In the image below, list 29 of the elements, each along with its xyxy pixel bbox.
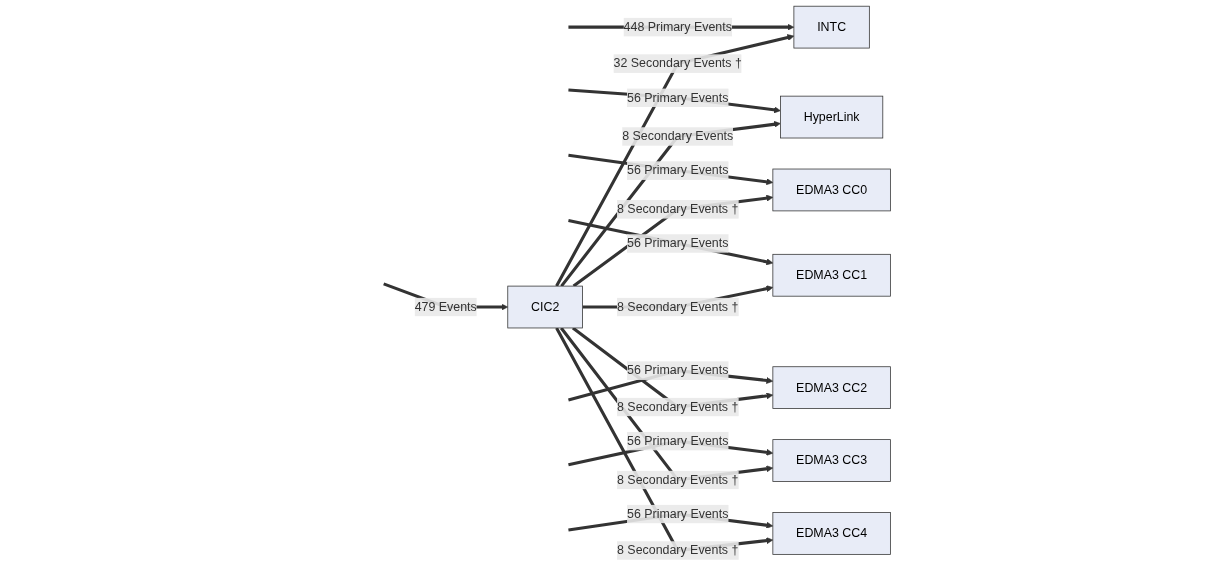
edge-label: 8 Secondary Events † [616,400,739,414]
node-box: INTC [793,5,870,49]
edge-label: 448 Primary Events [623,20,732,34]
node-box: EDMA3 CC3 [772,439,891,482]
edge-label: 56 Primary Events [626,507,729,521]
edge-label: 8 Secondary Events [621,129,733,143]
edge-label: 56 Primary Events [626,236,729,250]
edge-label: 479 Events [414,300,477,314]
arrow [568,88,781,114]
arrow [567,218,773,266]
arrow [572,194,773,288]
edge-label: 56 Primary Events [626,363,729,377]
edge-label: 8 Secondary Events † [616,472,739,487]
edge-label: 56 Primary Events [626,163,729,177]
node-box: EDMA3 CC0 [772,168,891,212]
node-box: CIC2 [507,285,583,329]
node-box: EDMA3 CC1 [772,253,891,297]
node-box: HyperLink [779,95,883,139]
edge-label: 8 Secondary Events † [616,543,739,557]
edge-label: 56 Primary Events [626,90,729,104]
arrow [559,120,781,288]
node-box: EDMA3 CC2 [772,366,891,409]
node-box: EDMA3 CC4 [772,512,891,555]
edge-label: 8 Secondary Events † [616,202,739,216]
arrow [554,34,794,287]
arrow [567,153,773,186]
edge-label: 56 Primary Events [626,434,729,448]
edge-label: 8 Secondary Events † [616,300,739,314]
edge-label: 32 Secondary Events † [613,56,742,70]
